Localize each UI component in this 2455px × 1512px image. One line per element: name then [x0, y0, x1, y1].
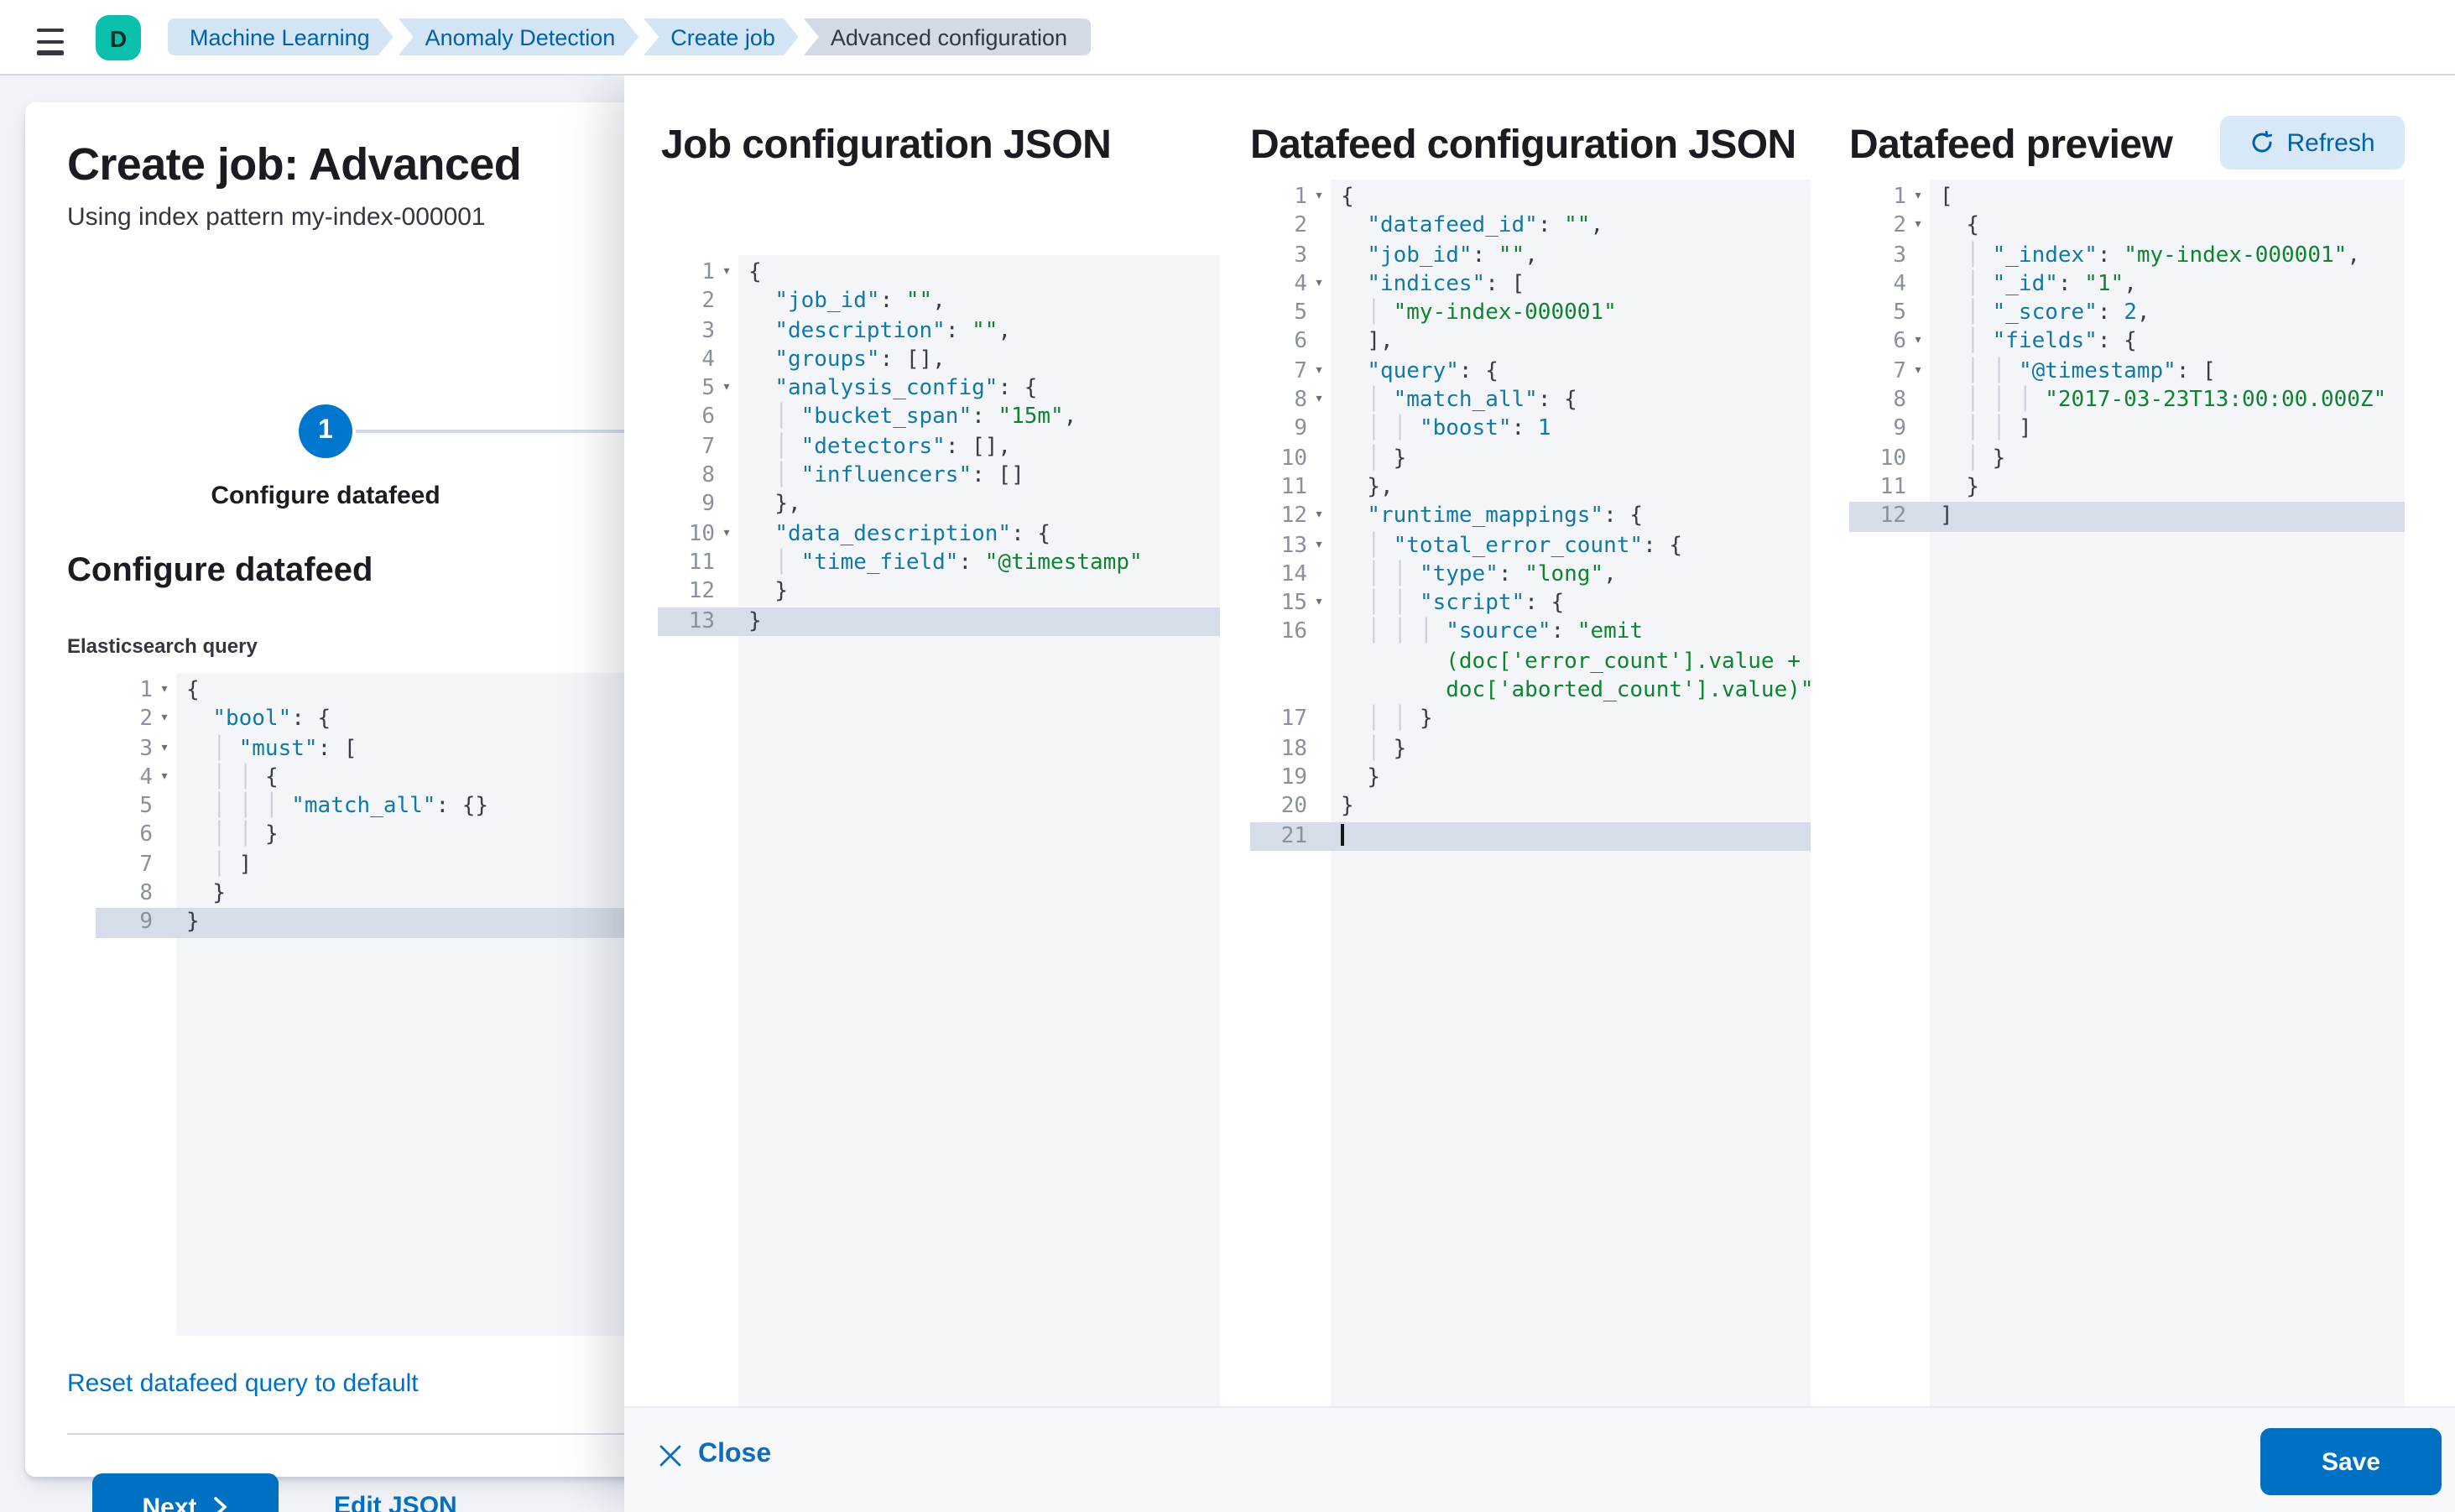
next-button-label: Next: [142, 1493, 197, 1512]
datafeed-preview-title: Datafeed preview: [1849, 123, 2173, 168]
menu-icon[interactable]: [23, 12, 77, 64]
job-config-editor[interactable]: 1▾2▾3▾4▾5▾6▾7▾8▾9▾10▾11▾12▾13▾{ "job_id"…: [658, 255, 1220, 1482]
editor-code-area[interactable]: { "job_id": "", "description": "", "grou…: [738, 255, 1220, 1482]
breadcrumb-item-machine-learning[interactable]: Machine Learning: [168, 18, 394, 55]
flyout-footer: Close Save: [624, 1406, 2455, 1512]
datafeed-config-title: Datafeed configuration JSON: [1250, 123, 1796, 168]
editor-code-area[interactable]: [ { │ "_index": "my-index-000001", │ "_i…: [1930, 180, 2405, 1406]
editor-gutter: 1▾2▾3▾4▾5▾6▾7▾8▾9▾10▾11▾12▾13▾14▾15▾16▾▾…: [1250, 180, 1331, 1406]
avatar[interactable]: D: [96, 15, 141, 60]
close-icon: [659, 1444, 681, 1466]
refresh-button-label: Refresh: [2286, 128, 2375, 157]
chevron-right-icon: [214, 1497, 228, 1512]
editor-gutter: 1▾2▾3▾4▾5▾6▾7▾8▾9▾10▾11▾12▾13▾: [658, 255, 738, 1482]
page-title: Create job: Advanced: [67, 139, 522, 190]
editor-gutter: 1▾2▾3▾4▾5▾6▾7▾8▾9▾10▾11▾12▾: [1849, 180, 1930, 1406]
breadcrumb-item-create-job[interactable]: Create job: [644, 18, 799, 55]
advanced-config-flyout: Job configuration JSON Datafeed configur…: [624, 76, 2455, 1512]
breadcrumb-item-anomaly-detection[interactable]: Anomaly Detection: [399, 18, 639, 55]
edit-json-link[interactable]: Edit JSON: [334, 1492, 457, 1512]
next-button[interactable]: Next: [92, 1473, 279, 1512]
close-button-label: Close: [698, 1440, 772, 1468]
refresh-button[interactable]: Refresh: [2220, 116, 2405, 169]
job-config-title: Job configuration JSON: [661, 123, 1112, 168]
datafeed-preview-editor[interactable]: 1▾2▾3▾4▾5▾6▾7▾8▾9▾10▾11▾12▾[ { │ "_index…: [1849, 180, 2405, 1406]
editor-code-area[interactable]: { "bool": { │ "must": [ │ │ { │ │ │ "mat…: [176, 673, 649, 1336]
refresh-icon: [2252, 131, 2272, 153]
datafeed-config-editor[interactable]: 1▾2▾3▾4▾5▾6▾7▾8▾9▾10▾11▾12▾13▾14▾15▾16▾▾…: [1250, 180, 1811, 1406]
text-cursor: [1341, 823, 1344, 846]
editor-code-area[interactable]: { "datafeed_id": "", "job_id": "", "indi…: [1331, 180, 1811, 1406]
breadcrumb-item-advanced-configuration: Advanced configuration: [803, 18, 1092, 55]
elasticsearch-query-editor[interactable]: 1▾2▾3▾4▾5▾6▾7▾8▾9▾{ "bool": { │ "must": …: [96, 673, 649, 1336]
close-button[interactable]: Close: [659, 1440, 771, 1470]
save-button[interactable]: Save: [2260, 1428, 2442, 1495]
editor-gutter: 1▾2▾3▾4▾5▾6▾7▾8▾9▾: [96, 673, 176, 1336]
reset-datafeed-query-link[interactable]: Reset datafeed query to default: [67, 1369, 419, 1398]
page-subtitle: Using index pattern my-index-000001: [67, 203, 486, 232]
section-title: Configure datafeed: [67, 552, 373, 589]
step-indicator-1[interactable]: 1: [299, 404, 352, 458]
step-label: Configure datafeed: [211, 482, 440, 510]
elasticsearch-query-label: Elasticsearch query: [67, 634, 258, 658]
